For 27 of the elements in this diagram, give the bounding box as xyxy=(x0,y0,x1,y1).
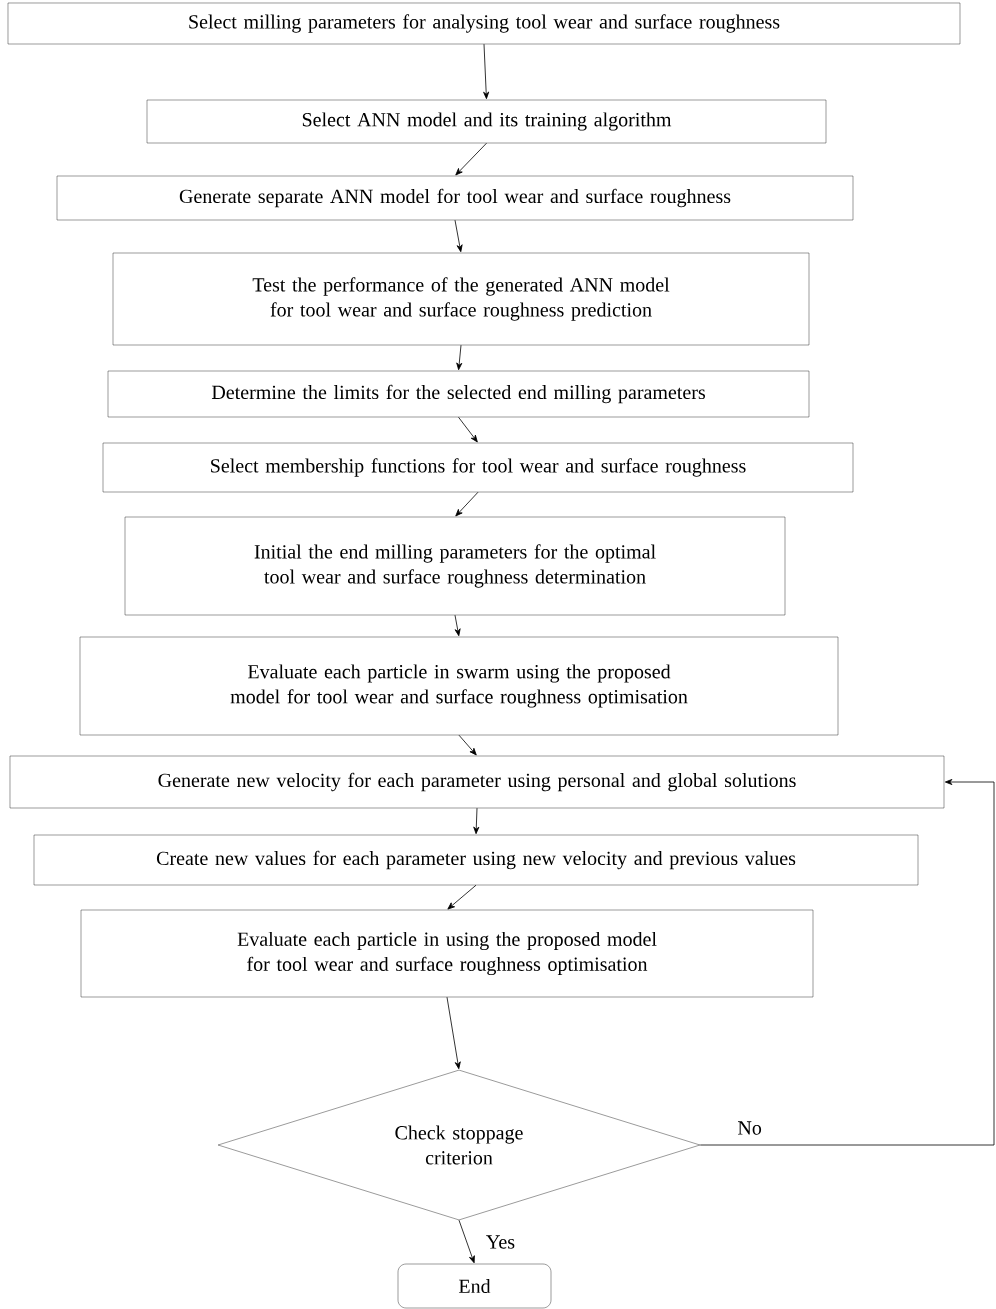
terminal-box: End xyxy=(397,1263,552,1309)
process-box: Select membership functions for tool wear and surface roughness xyxy=(102,442,854,493)
arrow xyxy=(454,219,463,253)
arrow xyxy=(455,491,479,517)
edge-label: Yes xyxy=(484,1234,517,1250)
process-box: Generate separate ANN model for tool wear and surface roughness xyxy=(56,175,854,221)
arrow xyxy=(473,807,480,835)
arrow xyxy=(699,779,995,1146)
arrow xyxy=(458,734,477,756)
process-box: Initial the end milling parameters for the optimal tool wear and surface roughness determination xyxy=(124,516,786,616)
process-box: Create new values for each parameter using new velocity and previous values xyxy=(33,834,919,886)
arrow xyxy=(456,344,463,371)
edge-label: No xyxy=(736,1120,763,1136)
process-box: Select milling parameters for analysing tool wear and surface roughness xyxy=(7,2,961,45)
arrow xyxy=(454,614,461,637)
process-box: Evaluate each particle in swarm using the proposed model for tool wear and surface roughness optimisation xyxy=(79,636,839,736)
arrow xyxy=(447,884,477,910)
arrow xyxy=(455,142,487,176)
process-box: Determine the limits for the selected end milling parameters xyxy=(107,370,810,418)
process-box: Test the performance of the generated ANN model for tool wear and surface roughness prediction xyxy=(112,252,810,346)
arrow xyxy=(483,43,490,100)
arrow xyxy=(458,1219,475,1264)
arrow xyxy=(446,996,461,1070)
process-box: Generate new velocity for each parameter using personal and global solutions xyxy=(9,755,945,809)
process-box: Evaluate each particle in using the proposed model for tool wear and surface roughness optimisation xyxy=(80,909,814,998)
arrow xyxy=(458,416,478,443)
process-box: Select ANN model and its training algorithm xyxy=(146,99,827,144)
